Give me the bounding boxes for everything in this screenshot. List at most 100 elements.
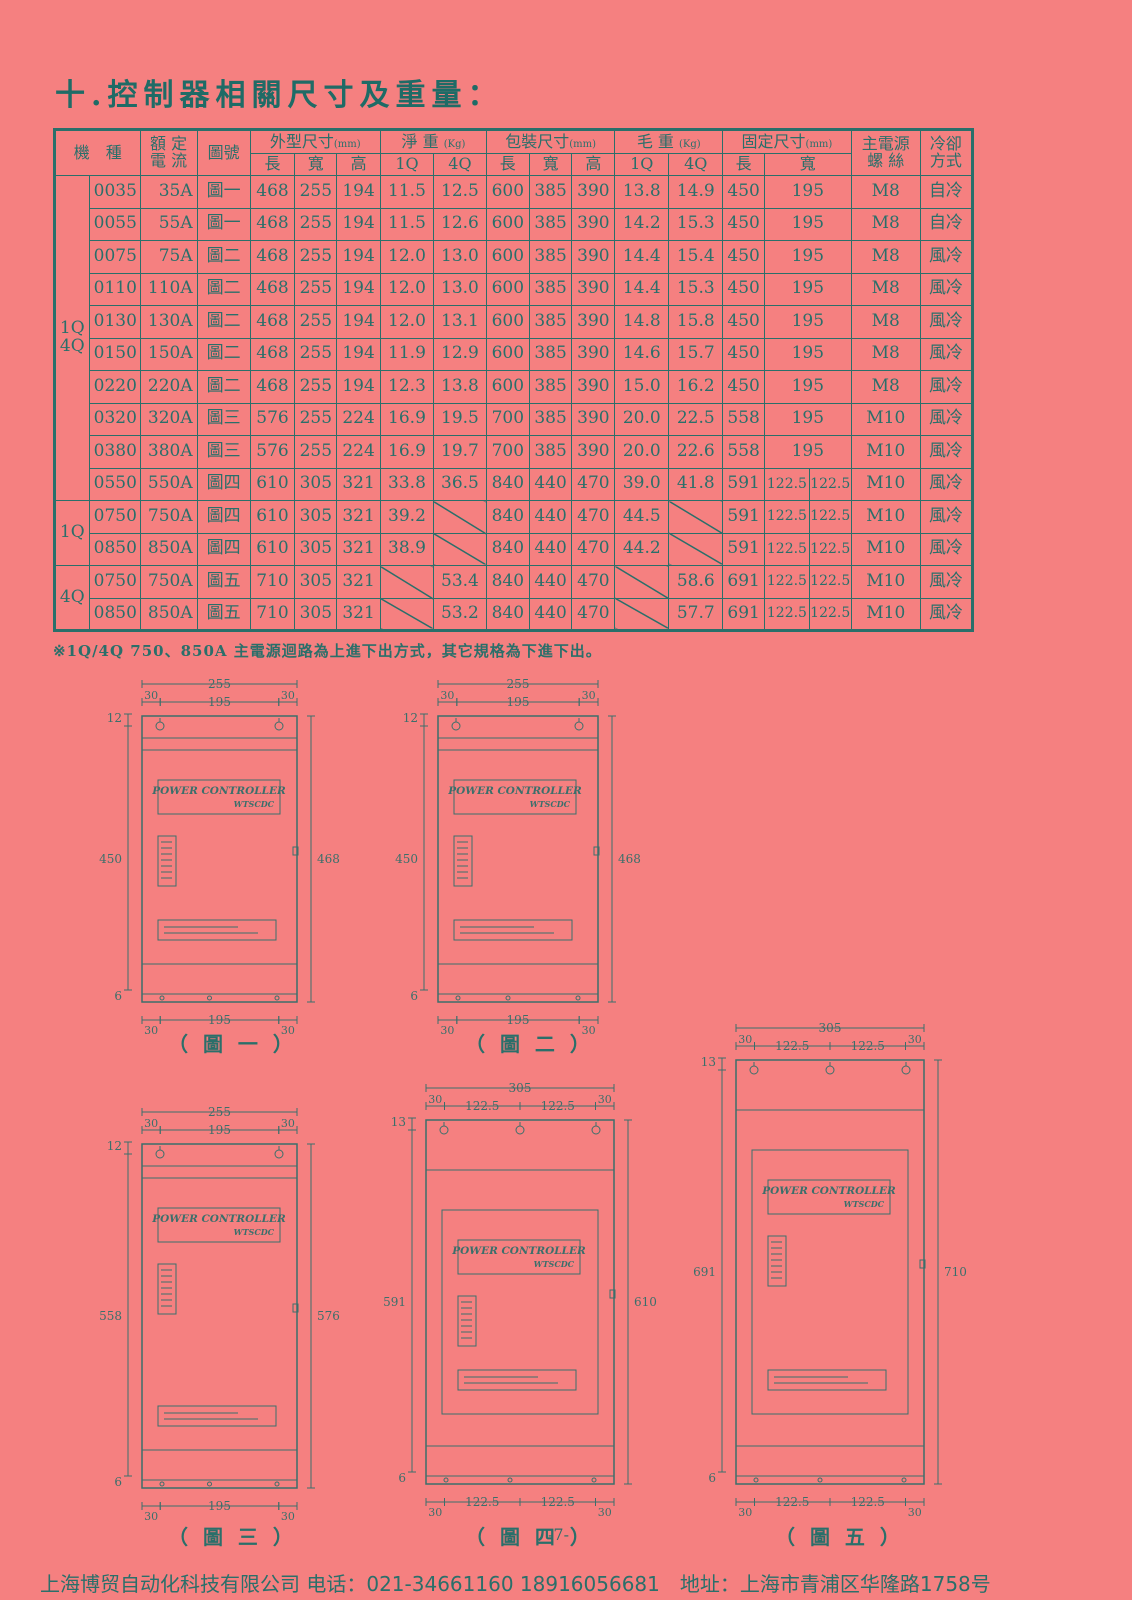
- cell-screw: M8: [850, 175, 921, 209]
- brand-model: WTSCDC: [534, 1259, 575, 1269]
- cell-net-4q: 19.5: [432, 402, 487, 436]
- front-panel: [751, 1149, 909, 1415]
- cell-gross-1q: 14.2: [614, 207, 670, 241]
- dim-bottom-offset-label: 6: [708, 1471, 716, 1485]
- hdr-gross-4q: 4Q: [668, 153, 724, 176]
- hdr-gross: 毛 重 (Kg): [614, 129, 724, 154]
- cell-fix-len: 450: [722, 240, 766, 274]
- indicator-panel: [453, 835, 473, 887]
- bottom-hole: [159, 995, 165, 1001]
- dim-side-label: 30: [428, 1093, 442, 1106]
- mount-hole: [574, 721, 584, 731]
- cell-outer-len: 576: [249, 402, 296, 436]
- indicator-panel: [157, 1263, 177, 1315]
- bottom-hole: [507, 1477, 513, 1483]
- cell-pack-hei: 470: [571, 467, 616, 501]
- cell-fix-wid: 195: [764, 337, 852, 371]
- hdr-cool: 冷卻 方式: [919, 129, 974, 176]
- dim-mid-label: 122.5: [541, 1099, 575, 1113]
- cell-pack-len: 840: [485, 532, 530, 566]
- brand-name: POWER CONTROLLER: [761, 1185, 896, 1197]
- mount-hole: [274, 721, 284, 731]
- cell-outer-hei: 194: [336, 175, 381, 209]
- caption-fig3: （ 圖 三 ）: [168, 1525, 297, 1549]
- cell-pack-wid: 440: [528, 532, 573, 566]
- cell-cool: 風冷: [919, 532, 974, 566]
- cell-model: 0320: [88, 402, 141, 436]
- cell-outer-len: 710: [249, 597, 296, 631]
- cell-outer-len: 468: [249, 207, 296, 241]
- cell-gross-1q: [614, 597, 670, 631]
- cell-outer-hei: 321: [336, 597, 381, 631]
- cell-pack-hei: 390: [571, 272, 616, 306]
- dim-mid-label: 122.5: [851, 1039, 885, 1053]
- cell-screw: M10: [850, 597, 921, 631]
- front-panel: [141, 749, 298, 965]
- cell-cool: 風冷: [919, 597, 974, 631]
- hdr-outer: 外型尺寸(mm): [249, 129, 381, 154]
- cell-outer-wid: 255: [294, 240, 338, 274]
- dim-hole-label: 450: [99, 852, 122, 866]
- cell-fix-wid-b: 122.5: [808, 500, 852, 534]
- cell-outer-hei: 194: [336, 370, 381, 404]
- bottom-hole: [505, 995, 511, 1001]
- cell-fix-len: 558: [722, 402, 766, 436]
- dim-side-label: 30: [281, 1117, 295, 1130]
- warning-label-box: [767, 1369, 887, 1391]
- front-panel: [441, 1209, 599, 1415]
- mount-hole: [749, 1065, 759, 1075]
- cell-cool: 風冷: [919, 435, 974, 469]
- cell-outer-wid: 255: [294, 435, 338, 469]
- cell-rated: 75A: [139, 240, 198, 274]
- dim-height-label: 468: [317, 852, 340, 866]
- caption-fig2: （ 圖 二 ）: [465, 1032, 594, 1056]
- hdr-fig: 圖號: [196, 129, 251, 176]
- hdr-fix: 固定尺寸(mm): [722, 129, 852, 154]
- cell-net-4q: 13.8: [432, 370, 487, 404]
- cell-rated: 35A: [139, 175, 198, 209]
- dim-bottom-side-label: 30: [908, 1506, 922, 1519]
- cell-gross-4q: 15.8: [668, 305, 724, 339]
- group-label: 1Q: [54, 500, 90, 566]
- cell-outer-hei: 194: [336, 207, 381, 241]
- cell-fix-wid: 195: [764, 175, 852, 209]
- cell-rated: 320A: [139, 402, 198, 436]
- hdr-fix-wid: 寬: [764, 153, 852, 176]
- dim-bottom-mid-label: 122.5: [775, 1495, 809, 1509]
- cell-pack-wid: 440: [528, 500, 573, 534]
- dim-width-label: 255: [208, 677, 231, 691]
- cell-fix-wid-b: 122.5: [808, 532, 852, 566]
- dim-side-label: 30: [281, 689, 295, 702]
- cell-pack-wid: 385: [528, 207, 573, 241]
- cell-fix-len: 591: [722, 532, 766, 566]
- cell-fix-len: 591: [722, 467, 766, 501]
- dim-bottom-offset-label: 6: [114, 989, 122, 1003]
- dim-mid-label: 122.5: [775, 1039, 809, 1053]
- front-panel: [141, 1177, 298, 1451]
- cell-fix-wid-a: 122.5: [764, 532, 810, 566]
- cell-cool: 風冷: [919, 272, 974, 306]
- cell-net-4q: 13.1: [432, 305, 487, 339]
- cell-pack-hei: 390: [571, 175, 616, 209]
- cell-outer-len: 468: [249, 240, 296, 274]
- cell-cool: 風冷: [919, 500, 974, 534]
- cell-model: 0850: [88, 532, 141, 566]
- cell-rated: 750A: [139, 500, 198, 534]
- bottom-hole: [207, 995, 212, 1001]
- dim-side-label: 30: [440, 689, 454, 702]
- cell-gross-4q: 16.2: [668, 370, 724, 404]
- cell-pack-hei: 390: [571, 240, 616, 274]
- cell-gross-4q: 15.4: [668, 240, 724, 274]
- caption-fig4: （ 圖 四 ）: [465, 1525, 594, 1549]
- cell-outer-wid: 255: [294, 370, 338, 404]
- cell-gross-1q: 20.0: [614, 402, 670, 436]
- hdr-net: 淨 重 (Kg): [379, 129, 487, 154]
- page-number: -7-: [548, 1525, 569, 1544]
